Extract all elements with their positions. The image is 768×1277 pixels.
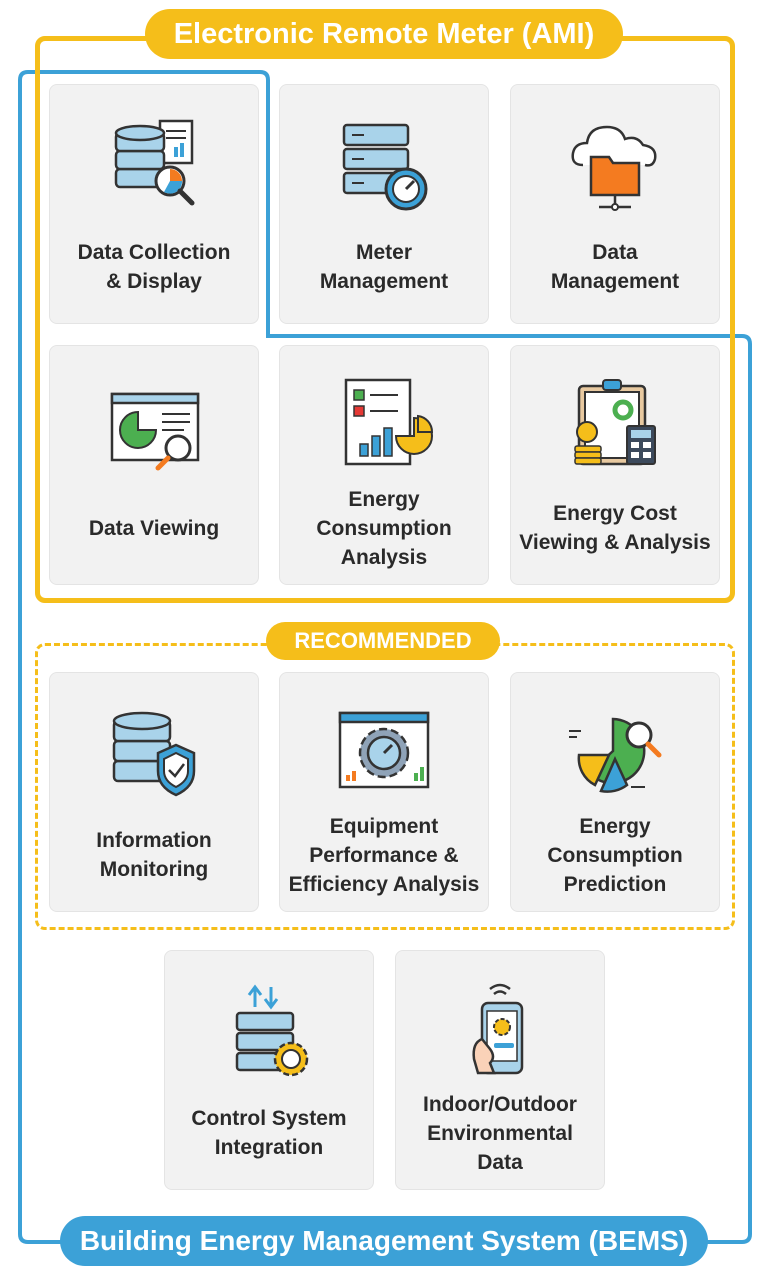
card-energy-consumption-analysis: Energy Consumption Analysis — [279, 345, 489, 585]
card-meter-management: Meter Management — [279, 84, 489, 324]
card-label: Data Viewing — [88, 516, 220, 540]
checklist-chart-icon — [334, 374, 434, 474]
card-data-collection-display: Data Collection & Display — [49, 84, 259, 324]
card-label: Energy Cost Viewing & Analysis — [519, 502, 711, 554]
card-label: Data Collection & Display — [77, 241, 231, 293]
card-label: Energy Consumption Prediction — [547, 814, 683, 896]
server-arrows-gear-icon — [219, 979, 319, 1079]
bems-title: Building Energy Management System (BEMS) — [60, 1216, 708, 1266]
card-label: Meter Management — [319, 241, 449, 293]
pie-chart-search-icon — [565, 701, 665, 801]
ami-title: Electronic Remote Meter (AMI) — [145, 9, 623, 59]
phone-hand-gear-icon — [450, 979, 550, 1079]
card-equipment-performance-efficiency: Equipment Performance & Efficiency Analy… — [279, 672, 489, 912]
clipboard-coins-calculator-icon — [565, 374, 665, 474]
card-data-management: Data Management — [510, 84, 720, 324]
dashboard-pie-search-icon — [104, 374, 204, 474]
card-label: Equipment Performance & Efficiency Analy… — [288, 814, 480, 896]
database-shield-icon — [104, 701, 204, 801]
recommended-title: RECOMMENDED — [266, 622, 500, 660]
card-label: Information Monitoring — [96, 829, 212, 881]
card-label: Indoor/Outdoor Environmental Data — [423, 1092, 577, 1174]
server-gauge-icon — [334, 113, 434, 213]
card-indoor-outdoor-environmental-data: Indoor/Outdoor Environmental Data — [395, 950, 605, 1190]
card-label: Energy Consumption Analysis — [316, 487, 452, 569]
cloud-folder-icon — [565, 113, 665, 213]
card-energy-cost-viewing-analysis: Energy Cost Viewing & Analysis — [510, 345, 720, 585]
gear-gauge-window-icon — [334, 701, 434, 801]
card-information-monitoring: Information Monitoring — [49, 672, 259, 912]
database-search-icon — [104, 113, 204, 213]
card-energy-consumption-prediction: Energy Consumption Prediction — [510, 672, 720, 912]
card-data-viewing: Data Viewing — [49, 345, 259, 585]
card-control-system-integration: Control System Integration — [164, 950, 374, 1190]
card-label: Control System Integration — [191, 1107, 347, 1159]
card-label: Data Management — [550, 241, 680, 293]
